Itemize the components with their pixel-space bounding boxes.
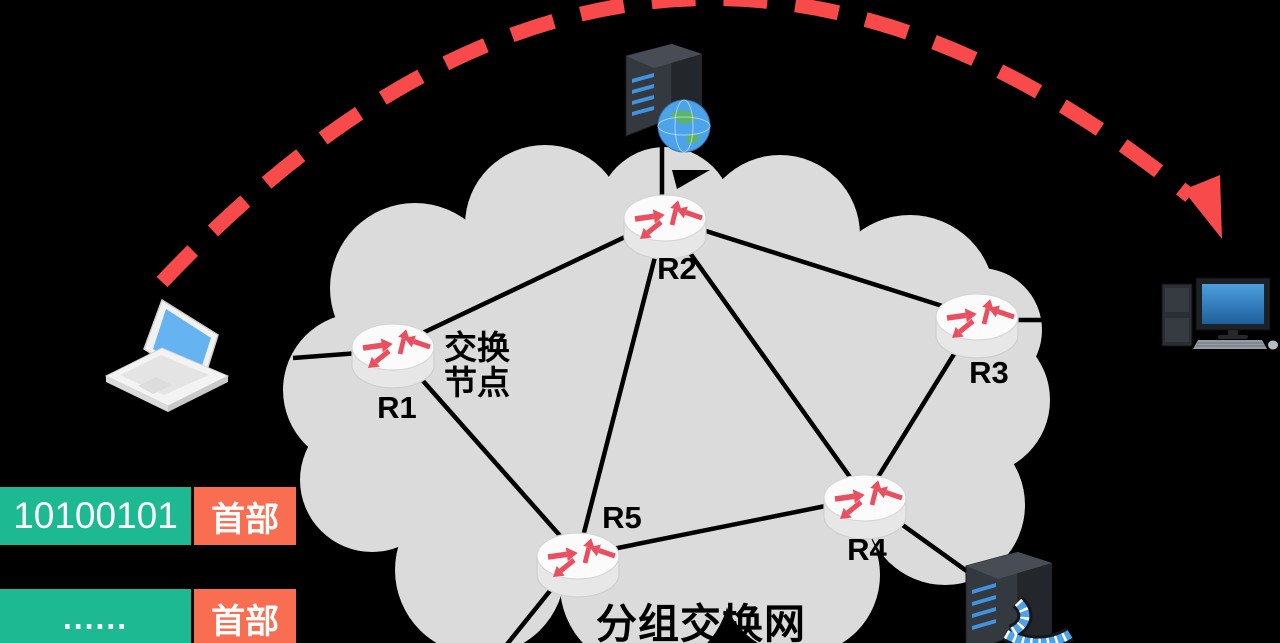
router-r2-label: R2 <box>657 251 697 286</box>
router-r4 <box>824 475 906 539</box>
link-r1-r2 <box>392 215 666 350</box>
link-r1-r5 <box>391 345 580 558</box>
link-r2-r4 <box>663 216 867 500</box>
server-globe-icon <box>625 43 711 153</box>
packet-path-arc <box>156 0 1195 288</box>
router-r1 <box>352 324 434 388</box>
router-r4-label: R4 <box>847 532 887 567</box>
switch-node-label: 交换 节点 <box>444 329 510 401</box>
packet-row-1: 10100101 首部 <box>0 487 296 545</box>
packet-path-arrowhead-icon <box>1183 175 1222 239</box>
laptop-icon <box>104 298 230 412</box>
link-r2-r5 <box>575 217 668 557</box>
packet-header-badge: 首部 <box>194 487 296 545</box>
packet-row-2: ...... 首部 <box>0 589 296 643</box>
network-name-label: 分组交换网 <box>596 601 806 643</box>
router-r2 <box>624 195 706 259</box>
server-media-icon <box>965 551 1074 643</box>
link-r5-r4 <box>577 495 866 559</box>
desktop-computer-icon <box>1161 277 1278 350</box>
packet-payload: 10100101 <box>0 487 191 545</box>
packet-header-badge: 首部 <box>194 589 296 643</box>
router-r3 <box>936 294 1018 358</box>
link-r2-r3 <box>664 215 978 320</box>
router-r1-label: R1 <box>377 390 417 425</box>
router-r5 <box>537 533 619 597</box>
link-arrowhead-icon <box>672 170 710 189</box>
network-cloud-shape <box>283 145 1050 643</box>
router-r5-label: R5 <box>602 500 642 535</box>
packet-payload: ...... <box>0 589 191 643</box>
router-r3-label: R3 <box>969 355 1009 390</box>
